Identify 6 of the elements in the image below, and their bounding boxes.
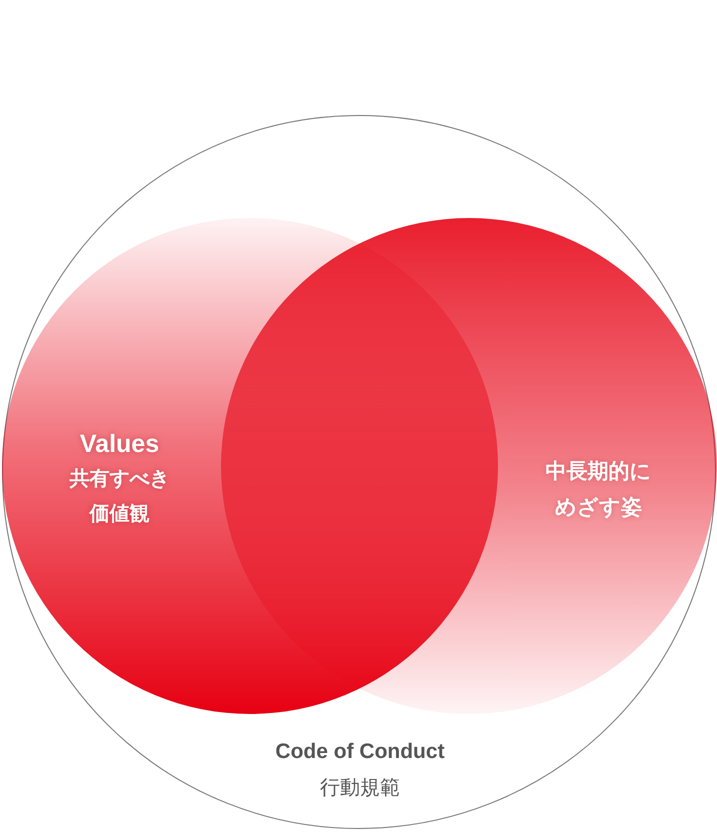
circle-heading: Code of Conduct	[274, 739, 446, 765]
circle-heading: Values	[78, 429, 160, 460]
outer-circle	[2, 115, 716, 829]
circle-label: 中長期的にめざす姿	[544, 459, 652, 521]
circle-label: 行動規範	[319, 776, 401, 801]
circle-label: 共有すべき価値観	[68, 467, 170, 527]
